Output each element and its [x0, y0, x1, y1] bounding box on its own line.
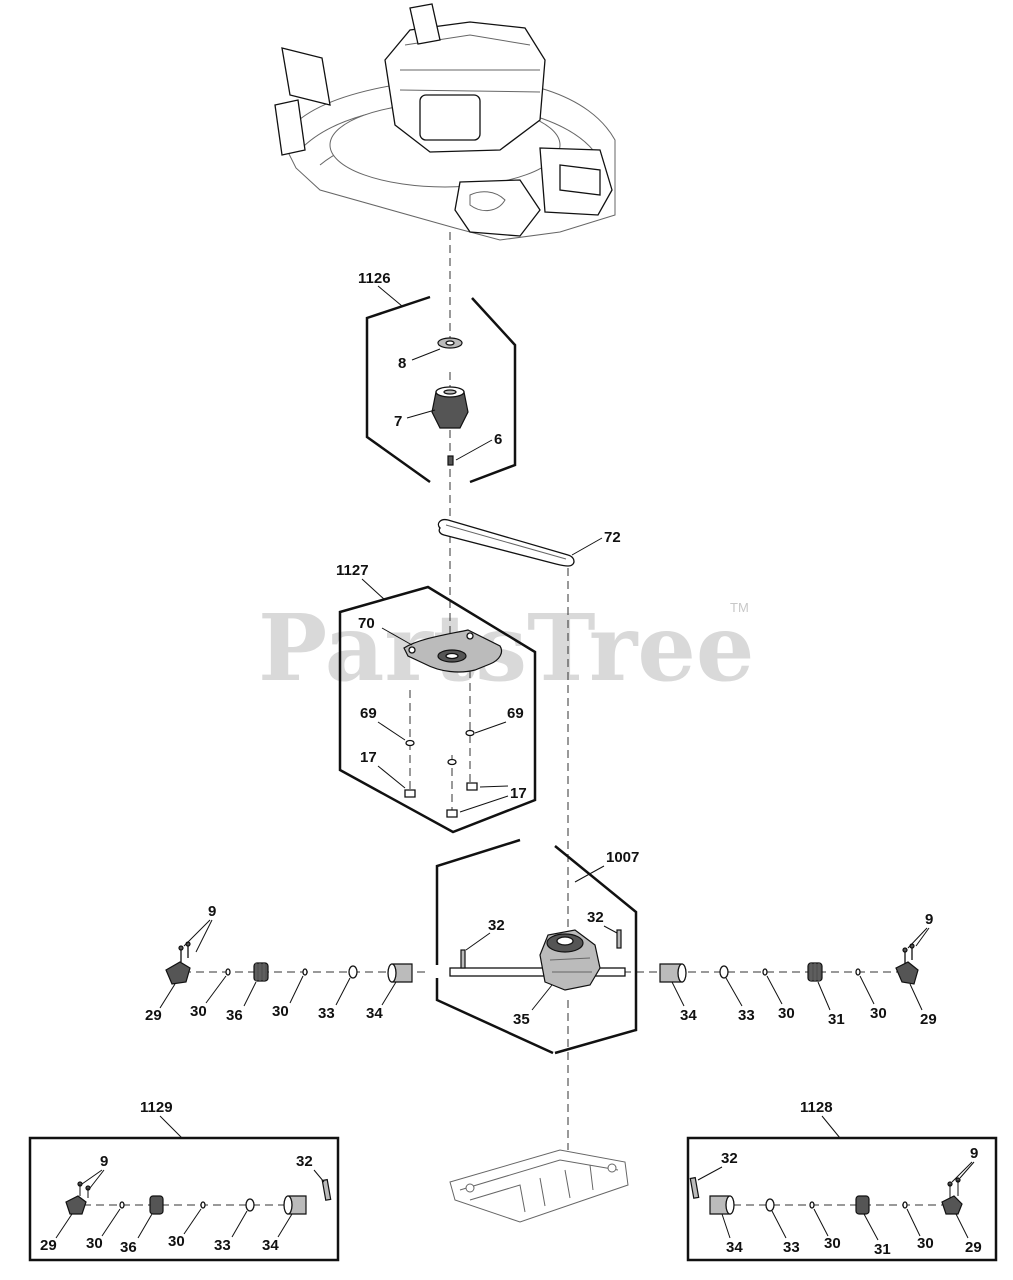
- kit-label-30-right-1: 30: [824, 1235, 841, 1252]
- kit-part-29-left: [65, 1195, 87, 1215]
- kit-label-31-right: 31: [874, 1241, 891, 1258]
- part-label-70: 70: [358, 615, 375, 632]
- part-label-69-left: 69: [360, 705, 377, 722]
- group-1007: 1007 32 32 35: [435, 838, 639, 1055]
- part-label-9-left: 9: [208, 903, 216, 920]
- kit-part-33-washer-right: [765, 1198, 775, 1212]
- part-17-nut-left: [404, 789, 416, 798]
- kit-label-29-right: 29: [965, 1239, 982, 1256]
- kit-label-33-left: 33: [214, 1237, 231, 1254]
- kit-part-32-pin-right: [689, 1176, 700, 1199]
- kit-part-30-clip-2: [200, 1201, 206, 1209]
- part-label-17-left: 17: [360, 749, 377, 766]
- group-1127: 1127 70 69 69 17 17: [336, 562, 537, 834]
- part-72-belt: 72: [437, 518, 621, 567]
- part-axle: [449, 967, 626, 977]
- assembly-lines: [70, 232, 955, 1206]
- part-label-17-right: 17: [510, 785, 527, 802]
- part-69-spacer-left: [405, 739, 415, 747]
- part-label-9-right: 9: [925, 911, 933, 928]
- part-label-72: 72: [604, 529, 621, 546]
- part-label-33-left: 33: [318, 1005, 335, 1022]
- part-label-30-right-1: 30: [778, 1005, 795, 1022]
- part-29-cap-left: [165, 961, 191, 985]
- part-30-clip-right-1: [762, 968, 768, 976]
- part-label-69-right: 69: [507, 705, 524, 722]
- kit-box-1129: [28, 1136, 340, 1262]
- watermark: PartsTree TM: [258, 594, 754, 702]
- part-33-washer-left: [348, 965, 358, 979]
- kit-part-30-clip-right-1: [809, 1201, 815, 1209]
- part-label-32-left: 32: [488, 917, 505, 934]
- transmission-housing-illustration: [449, 1149, 629, 1223]
- watermark-trademark: TM: [730, 600, 749, 615]
- kit-part-32-pin: [321, 1178, 332, 1201]
- part-label-30-left-2: 30: [272, 1003, 289, 1020]
- part-69-spacer-right: [465, 729, 475, 737]
- part-6-key: [447, 455, 454, 466]
- kit-box-1128: [686, 1136, 998, 1262]
- kit-label-32-left: 32: [296, 1153, 313, 1170]
- part-label-34-left: 34: [366, 1005, 383, 1022]
- kit-part-31-gear-right: [855, 1195, 870, 1215]
- part-17-nut-right: [466, 782, 478, 791]
- part-30-clip-right-2: [855, 968, 861, 976]
- part-9-screw-left-a: [178, 945, 184, 951]
- kit-part-33-washer: [245, 1198, 255, 1212]
- kit-label-36-left: 36: [120, 1239, 137, 1256]
- kit-label-34-right: 34: [726, 1239, 743, 1256]
- part-32-pin-right: [616, 929, 622, 949]
- kit-part-30-clip-1: [119, 1201, 125, 1209]
- kit-label-9-right: 9: [970, 1145, 978, 1162]
- kit-part-29-right: [941, 1195, 963, 1215]
- kit-label-30-left-2: 30: [168, 1233, 185, 1250]
- watermark-brand: PartsTree: [258, 594, 754, 702]
- part-label-33-right: 33: [738, 1007, 755, 1024]
- left-axle-parts: 29 9 30 36 30 33 34: [145, 903, 413, 1024]
- kit-label-34-left: 34: [262, 1237, 279, 1254]
- part-33-washer-right: [719, 965, 729, 979]
- group-label-1126: 1126: [358, 270, 391, 287]
- kit-label-33-right: 33: [783, 1239, 800, 1256]
- part-label-29-left: 29: [145, 1007, 162, 1024]
- part-label-7: 7: [394, 413, 402, 430]
- kit-label-30-left-1: 30: [86, 1235, 103, 1252]
- group-label-1129: 1129: [140, 1099, 173, 1116]
- group-1129: 1129 29 9 30 36 30 33 34: [28, 1099, 340, 1262]
- mower-deck-illustration: [274, 3, 616, 241]
- group-label-1007: 1007: [606, 849, 639, 866]
- group-label-1127: 1127: [336, 562, 369, 579]
- kit-label-29-left: 29: [40, 1237, 57, 1254]
- group-1126: 1126 8 7 6: [358, 270, 517, 484]
- part-label-6: 6: [494, 431, 502, 448]
- kit-label-32-right: 32: [721, 1150, 738, 1167]
- part-label-30-right-2: 30: [870, 1005, 887, 1022]
- kit-label-9-left: 9: [100, 1153, 108, 1170]
- part-9-screw-right-a: [902, 947, 908, 953]
- group-1128: 1128 32 34 33 30 31 30 29: [686, 1099, 998, 1262]
- part-32-pin-left: [460, 949, 466, 969]
- part-label-32-right: 32: [587, 909, 604, 926]
- part-30-clip-left-1: [225, 968, 231, 976]
- part-label-31-right: 31: [828, 1011, 845, 1028]
- part-29-cap-right: [895, 961, 919, 985]
- part-label-36-left: 36: [226, 1007, 243, 1024]
- part-label-30-left-1: 30: [190, 1003, 207, 1020]
- part-label-34-right: 34: [680, 1007, 697, 1024]
- part-label-35: 35: [513, 1011, 530, 1028]
- part-label-29-right: 29: [920, 1011, 937, 1028]
- kit-label-30-right-2: 30: [917, 1235, 934, 1252]
- right-axle-parts: 34 33 30 31 30 29 9: [659, 911, 937, 1028]
- group-label-1128: 1128: [800, 1099, 833, 1116]
- kit-part-36-gear: [149, 1195, 164, 1215]
- part-30-clip-left-2: [302, 968, 308, 976]
- part-label-8: 8: [398, 355, 406, 372]
- kit-part-30-clip-right-2: [902, 1201, 908, 1209]
